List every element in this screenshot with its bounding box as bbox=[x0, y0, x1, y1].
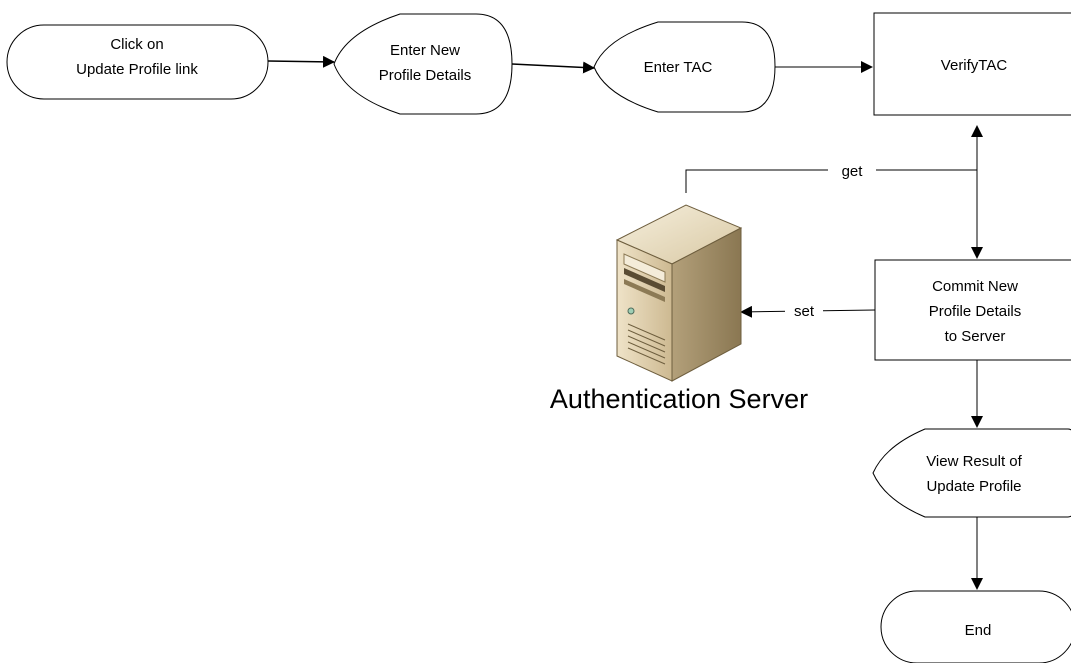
edge-enter-details-to-enter-tac bbox=[511, 61, 595, 74]
node-commit-line3: to Server bbox=[945, 328, 1006, 345]
server-tower-icon bbox=[615, 204, 743, 382]
edge-click-to-enter-details bbox=[267, 55, 335, 68]
get-label-bg bbox=[828, 160, 876, 180]
get-label: get bbox=[842, 163, 864, 180]
node-verify-tac-label: VerifyTAC bbox=[941, 57, 1008, 74]
set-label-bg bbox=[785, 300, 823, 320]
node-enter-tac-label: Enter TAC bbox=[644, 59, 713, 76]
node-commit-line2: Profile Details bbox=[929, 303, 1022, 320]
node-click-update-profile-line1: Click on bbox=[110, 36, 163, 53]
node-commit-profile: Commit New Profile Details to Server bbox=[874, 259, 1071, 361]
node-end: End bbox=[880, 590, 1071, 663]
node-enter-details-line2: Profile Details bbox=[379, 67, 472, 84]
node-enter-new-profile-details: Enter New Profile Details bbox=[333, 13, 513, 115]
edge-get-to-server bbox=[685, 169, 977, 193]
node-view-result-line2: Update Profile bbox=[926, 478, 1021, 495]
node-end-label: End bbox=[965, 622, 992, 639]
node-view-result: View Result of Update Profile bbox=[872, 428, 1071, 518]
node-click-update-profile-line2: Update Profile link bbox=[76, 61, 198, 78]
node-enter-tac: Enter TAC bbox=[593, 21, 776, 113]
server-label: Authentication Server bbox=[550, 384, 808, 414]
node-verify-tac: VerifyTAC bbox=[873, 12, 1071, 116]
node-click-update-profile: Click on Update Profile link bbox=[6, 24, 269, 100]
node-commit-line1: Commit New bbox=[932, 278, 1018, 295]
set-label: set bbox=[794, 303, 815, 320]
node-view-result-line1: View Result of bbox=[926, 453, 1022, 470]
node-enter-details-line1: Enter New bbox=[390, 42, 460, 59]
